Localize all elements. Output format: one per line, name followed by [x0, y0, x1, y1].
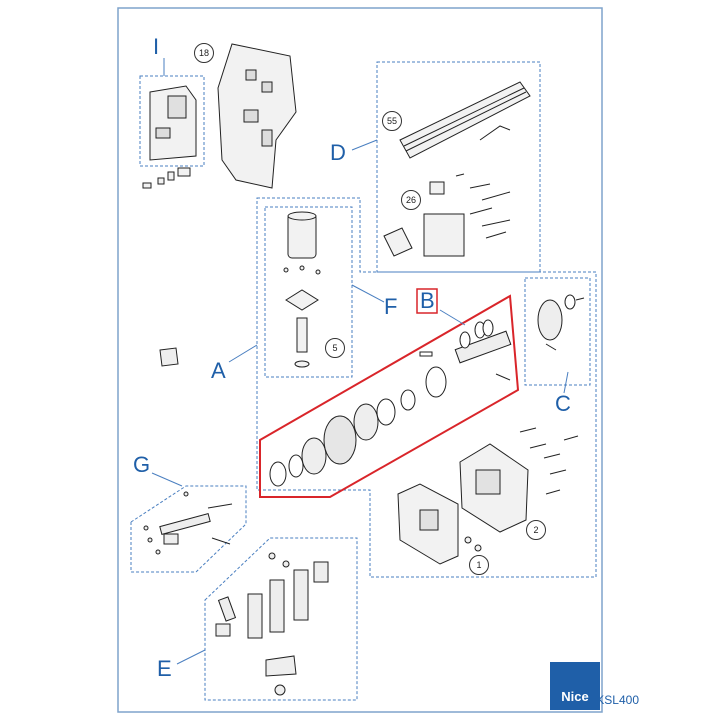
group-boxes — [130, 61, 597, 701]
leader-lines — [151, 58, 569, 665]
group-label-a: A — [211, 358, 226, 383]
limit-switch-parts — [215, 552, 329, 696]
pinion-gear — [537, 299, 563, 341]
gear-large — [323, 415, 357, 465]
group-label-f: F — [384, 294, 398, 319]
housing-parts — [397, 427, 579, 565]
part-number-55: 55 — [382, 111, 402, 131]
control-board-parts — [142, 43, 297, 189]
part-number-5: 5 — [325, 338, 345, 358]
part-number-2: 2 — [526, 520, 546, 540]
group-label-c: C — [555, 391, 571, 416]
motor-plate — [285, 289, 319, 311]
loose-clip — [159, 347, 179, 367]
group-label-d: D — [330, 140, 346, 165]
group-box-g — [130, 485, 247, 573]
brand-logo: Nice — [550, 662, 600, 710]
group-box-e — [204, 537, 358, 701]
motor — [287, 213, 317, 259]
part-number-26: 26 — [401, 190, 421, 210]
outer-frame — [117, 7, 603, 713]
part-number-18: 18 — [194, 43, 214, 63]
release-parts — [143, 491, 233, 555]
transformer — [423, 213, 465, 257]
group-label-b: B — [420, 288, 435, 313]
group-box-i — [139, 75, 205, 167]
group-box-f — [264, 206, 353, 378]
pinion-parts — [537, 294, 585, 351]
cable-harness-55 — [399, 81, 531, 159]
group-label-g: G — [133, 452, 151, 477]
wiring-parts — [383, 81, 531, 257]
group-b-label-box — [416, 288, 438, 314]
group-box-a — [256, 197, 597, 578]
gear-train-parts — [269, 319, 512, 487]
worm-shaft — [296, 317, 308, 353]
motor-parts — [283, 211, 321, 368]
output-shaft — [454, 330, 512, 364]
group-label-i: I — [153, 34, 160, 59]
switch-block — [265, 655, 297, 677]
gear-small — [301, 437, 327, 475]
group-b-highlight — [259, 294, 520, 498]
group-box-c — [524, 277, 591, 386]
group-label-e: E — [157, 656, 172, 681]
part-number-1: 1 — [469, 555, 489, 575]
model-code: NKSL400 — [587, 693, 639, 707]
